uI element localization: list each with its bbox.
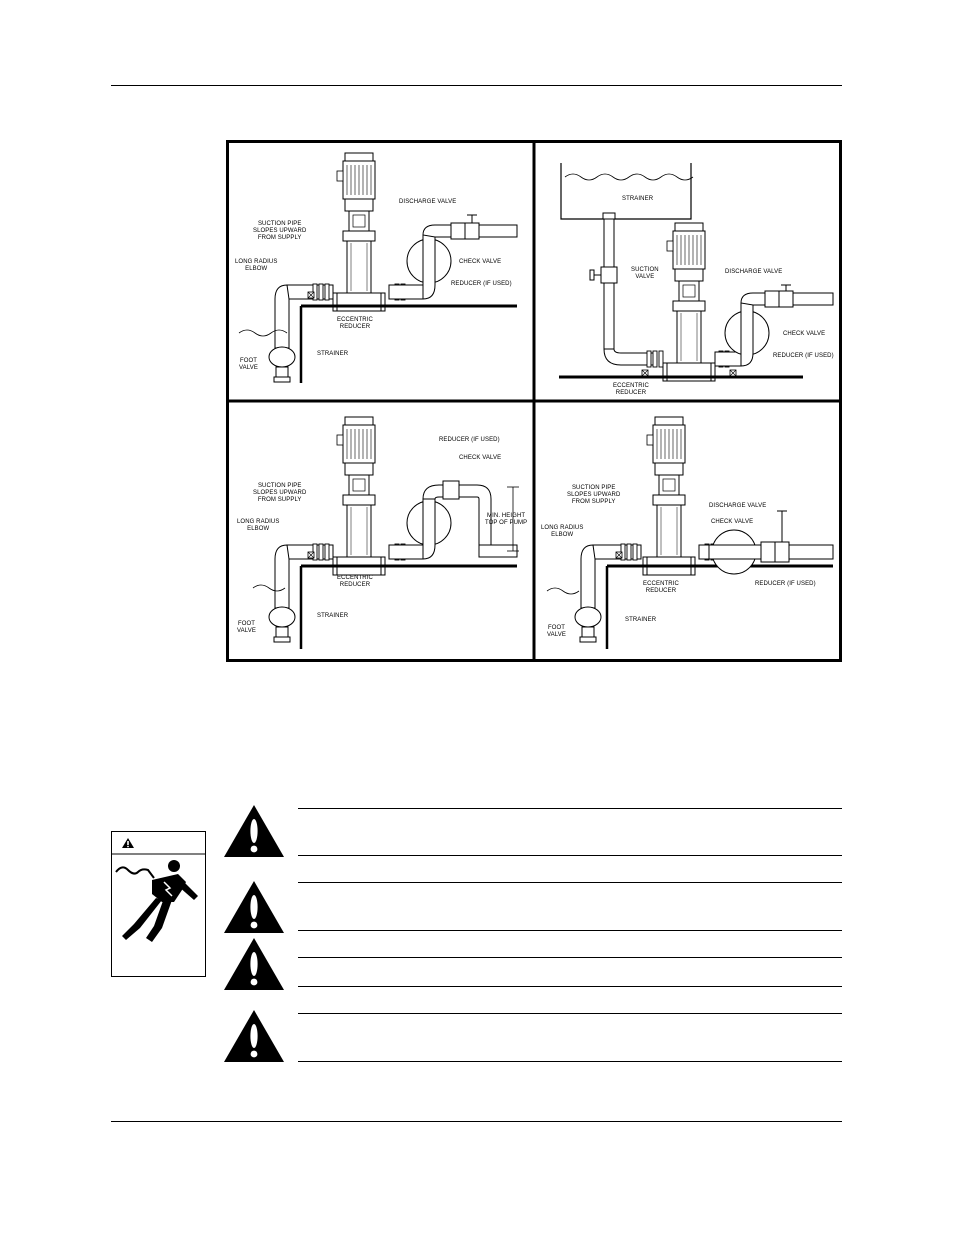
p4-discharge-valve-label: DISCHARGE VALVE xyxy=(709,503,767,509)
p3-foot-valve-label: FOOT VALVE xyxy=(237,621,256,634)
warning-rule xyxy=(298,1061,842,1062)
p4-reducer-label: REDUCER (IF USED) xyxy=(755,581,816,587)
p3-min-height-label: MIN. HEIGHT TOP OF PUMP xyxy=(485,513,528,526)
p2-strainer-label: STRAINER xyxy=(622,196,654,202)
p2-reducer-label: REDUCER (IF USED) xyxy=(773,353,834,359)
header-rule xyxy=(111,85,842,86)
p1-foot-valve-label: FOOT VALVE xyxy=(239,358,258,371)
panel-3-drawing xyxy=(252,416,519,649)
p4-suction-pipe-label: SUCTION PIPE SLOPES UPWARD FROM SUPPLY xyxy=(567,485,621,505)
panel-2-drawing xyxy=(559,163,834,382)
warning-triangle-icon xyxy=(224,938,284,990)
p3-eccentric-reducer-label: ECCENTRIC REDUCER xyxy=(337,575,373,588)
warning-rule xyxy=(298,986,842,987)
p3-check-valve-label: CHECK VALVE xyxy=(459,455,502,461)
warning-rule xyxy=(298,808,842,809)
warning-rule xyxy=(298,1013,842,1014)
p1-check-valve-label: CHECK VALVE xyxy=(459,259,502,265)
electrical-shock-icon xyxy=(112,838,205,942)
p1-suction-pipe-label: SUCTION PIPE SLOPES UPWARD FROM SUPPLY xyxy=(253,221,307,241)
p1-discharge-valve-label: DISCHARGE VALVE xyxy=(399,199,457,205)
warning-rule xyxy=(298,930,842,931)
warning-triangle-icon xyxy=(224,805,284,857)
p4-long-radius-elbow-label: LONG RADIUS ELBOW xyxy=(541,525,584,538)
p3-long-radius-elbow-label: LONG RADIUS ELBOW xyxy=(237,519,280,532)
warning-rule xyxy=(298,957,842,958)
p4-check-valve-label: CHECK VALVE xyxy=(711,519,754,525)
warning-rule xyxy=(298,855,842,856)
p4-foot-valve-label: FOOT VALVE xyxy=(547,625,566,638)
p2-check-valve-label: CHECK VALVE xyxy=(783,331,826,337)
panel-1-drawing xyxy=(238,152,518,383)
electrical-hazard-box xyxy=(111,831,206,977)
p1-strainer-label: STRAINER xyxy=(317,351,349,357)
p4-eccentric-reducer-label: ECCENTRIC REDUCER xyxy=(643,581,679,594)
installation-figure: DISCHARGE VALVE SUCTION PIPE SLOPES UPWA… xyxy=(226,140,842,662)
p2-suction-valve-label: SUCTION VALVE xyxy=(631,267,659,280)
p3-strainer-label: STRAINER xyxy=(317,613,349,619)
p2-discharge-valve-label: DISCHARGE VALVE xyxy=(725,269,783,275)
panel-4-drawing xyxy=(546,416,834,649)
p1-eccentric-reducer-label: ECCENTRIC REDUCER xyxy=(337,317,373,330)
p1-reducer-label: REDUCER (IF USED) xyxy=(451,281,512,287)
p1-long-radius-elbow-label: LONG RADIUS ELBOW xyxy=(235,259,278,272)
p3-reducer-label: REDUCER (IF USED) xyxy=(439,437,500,443)
warning-triangle-icon xyxy=(224,881,284,933)
footer-rule xyxy=(111,1121,842,1122)
p4-strainer-label: STRAINER xyxy=(625,617,657,623)
installation-drawings xyxy=(229,143,839,659)
warning-triangle-icon xyxy=(224,1010,284,1062)
warning-rule xyxy=(298,882,842,883)
p3-suction-pipe-label: SUCTION PIPE SLOPES UPWARD FROM SUPPLY xyxy=(253,483,307,503)
p2-eccentric-reducer-label: ECCENTRIC REDUCER xyxy=(613,383,649,396)
